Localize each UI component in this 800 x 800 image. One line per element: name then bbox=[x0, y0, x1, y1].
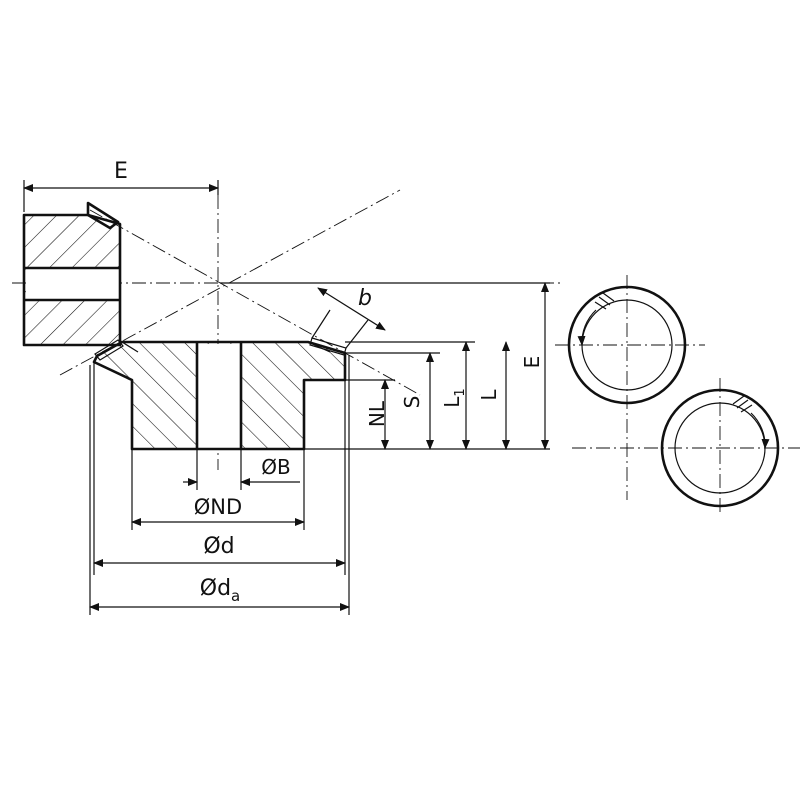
label-e-side: E bbox=[520, 356, 544, 369]
label-dia-nd: ØND bbox=[194, 495, 242, 519]
dimension-dia-d: Ød bbox=[93, 362, 346, 575]
label-e-top: E bbox=[114, 159, 128, 184]
end-view-left-hand bbox=[555, 275, 705, 500]
label-s: S bbox=[400, 396, 424, 409]
dimension-dia-b: ØB bbox=[183, 449, 300, 490]
label-dia-da-main: Ød bbox=[200, 576, 231, 601]
dimension-nl: NL bbox=[365, 379, 389, 450]
dimension-s: S bbox=[400, 352, 434, 450]
dimension-l: L bbox=[477, 341, 510, 450]
bevel-gear-section bbox=[92, 337, 347, 451]
label-l: L bbox=[477, 389, 501, 401]
label-dia-b: ØB bbox=[261, 455, 290, 479]
dimension-e-side: E bbox=[520, 282, 549, 450]
dimension-dia-nd: ØND bbox=[131, 449, 305, 530]
dimension-e-top: E bbox=[23, 159, 219, 212]
label-dia-d: Ød bbox=[203, 534, 234, 559]
label-l1-sub: 1 bbox=[453, 388, 468, 396]
dimension-l1: L1 bbox=[440, 341, 470, 450]
label-l1-main: L bbox=[440, 396, 464, 408]
end-view-right-hand bbox=[572, 378, 800, 512]
dimension-b: b bbox=[311, 286, 386, 349]
label-l1: L1 bbox=[440, 388, 468, 407]
dimension-dia-da: Øda bbox=[89, 355, 350, 615]
label-b: b bbox=[358, 286, 372, 311]
label-dia-da-sub: a bbox=[231, 587, 240, 605]
label-dia-da: Øda bbox=[200, 576, 240, 605]
mating-gear-section bbox=[22, 201, 122, 347]
label-nl: NL bbox=[365, 400, 389, 427]
